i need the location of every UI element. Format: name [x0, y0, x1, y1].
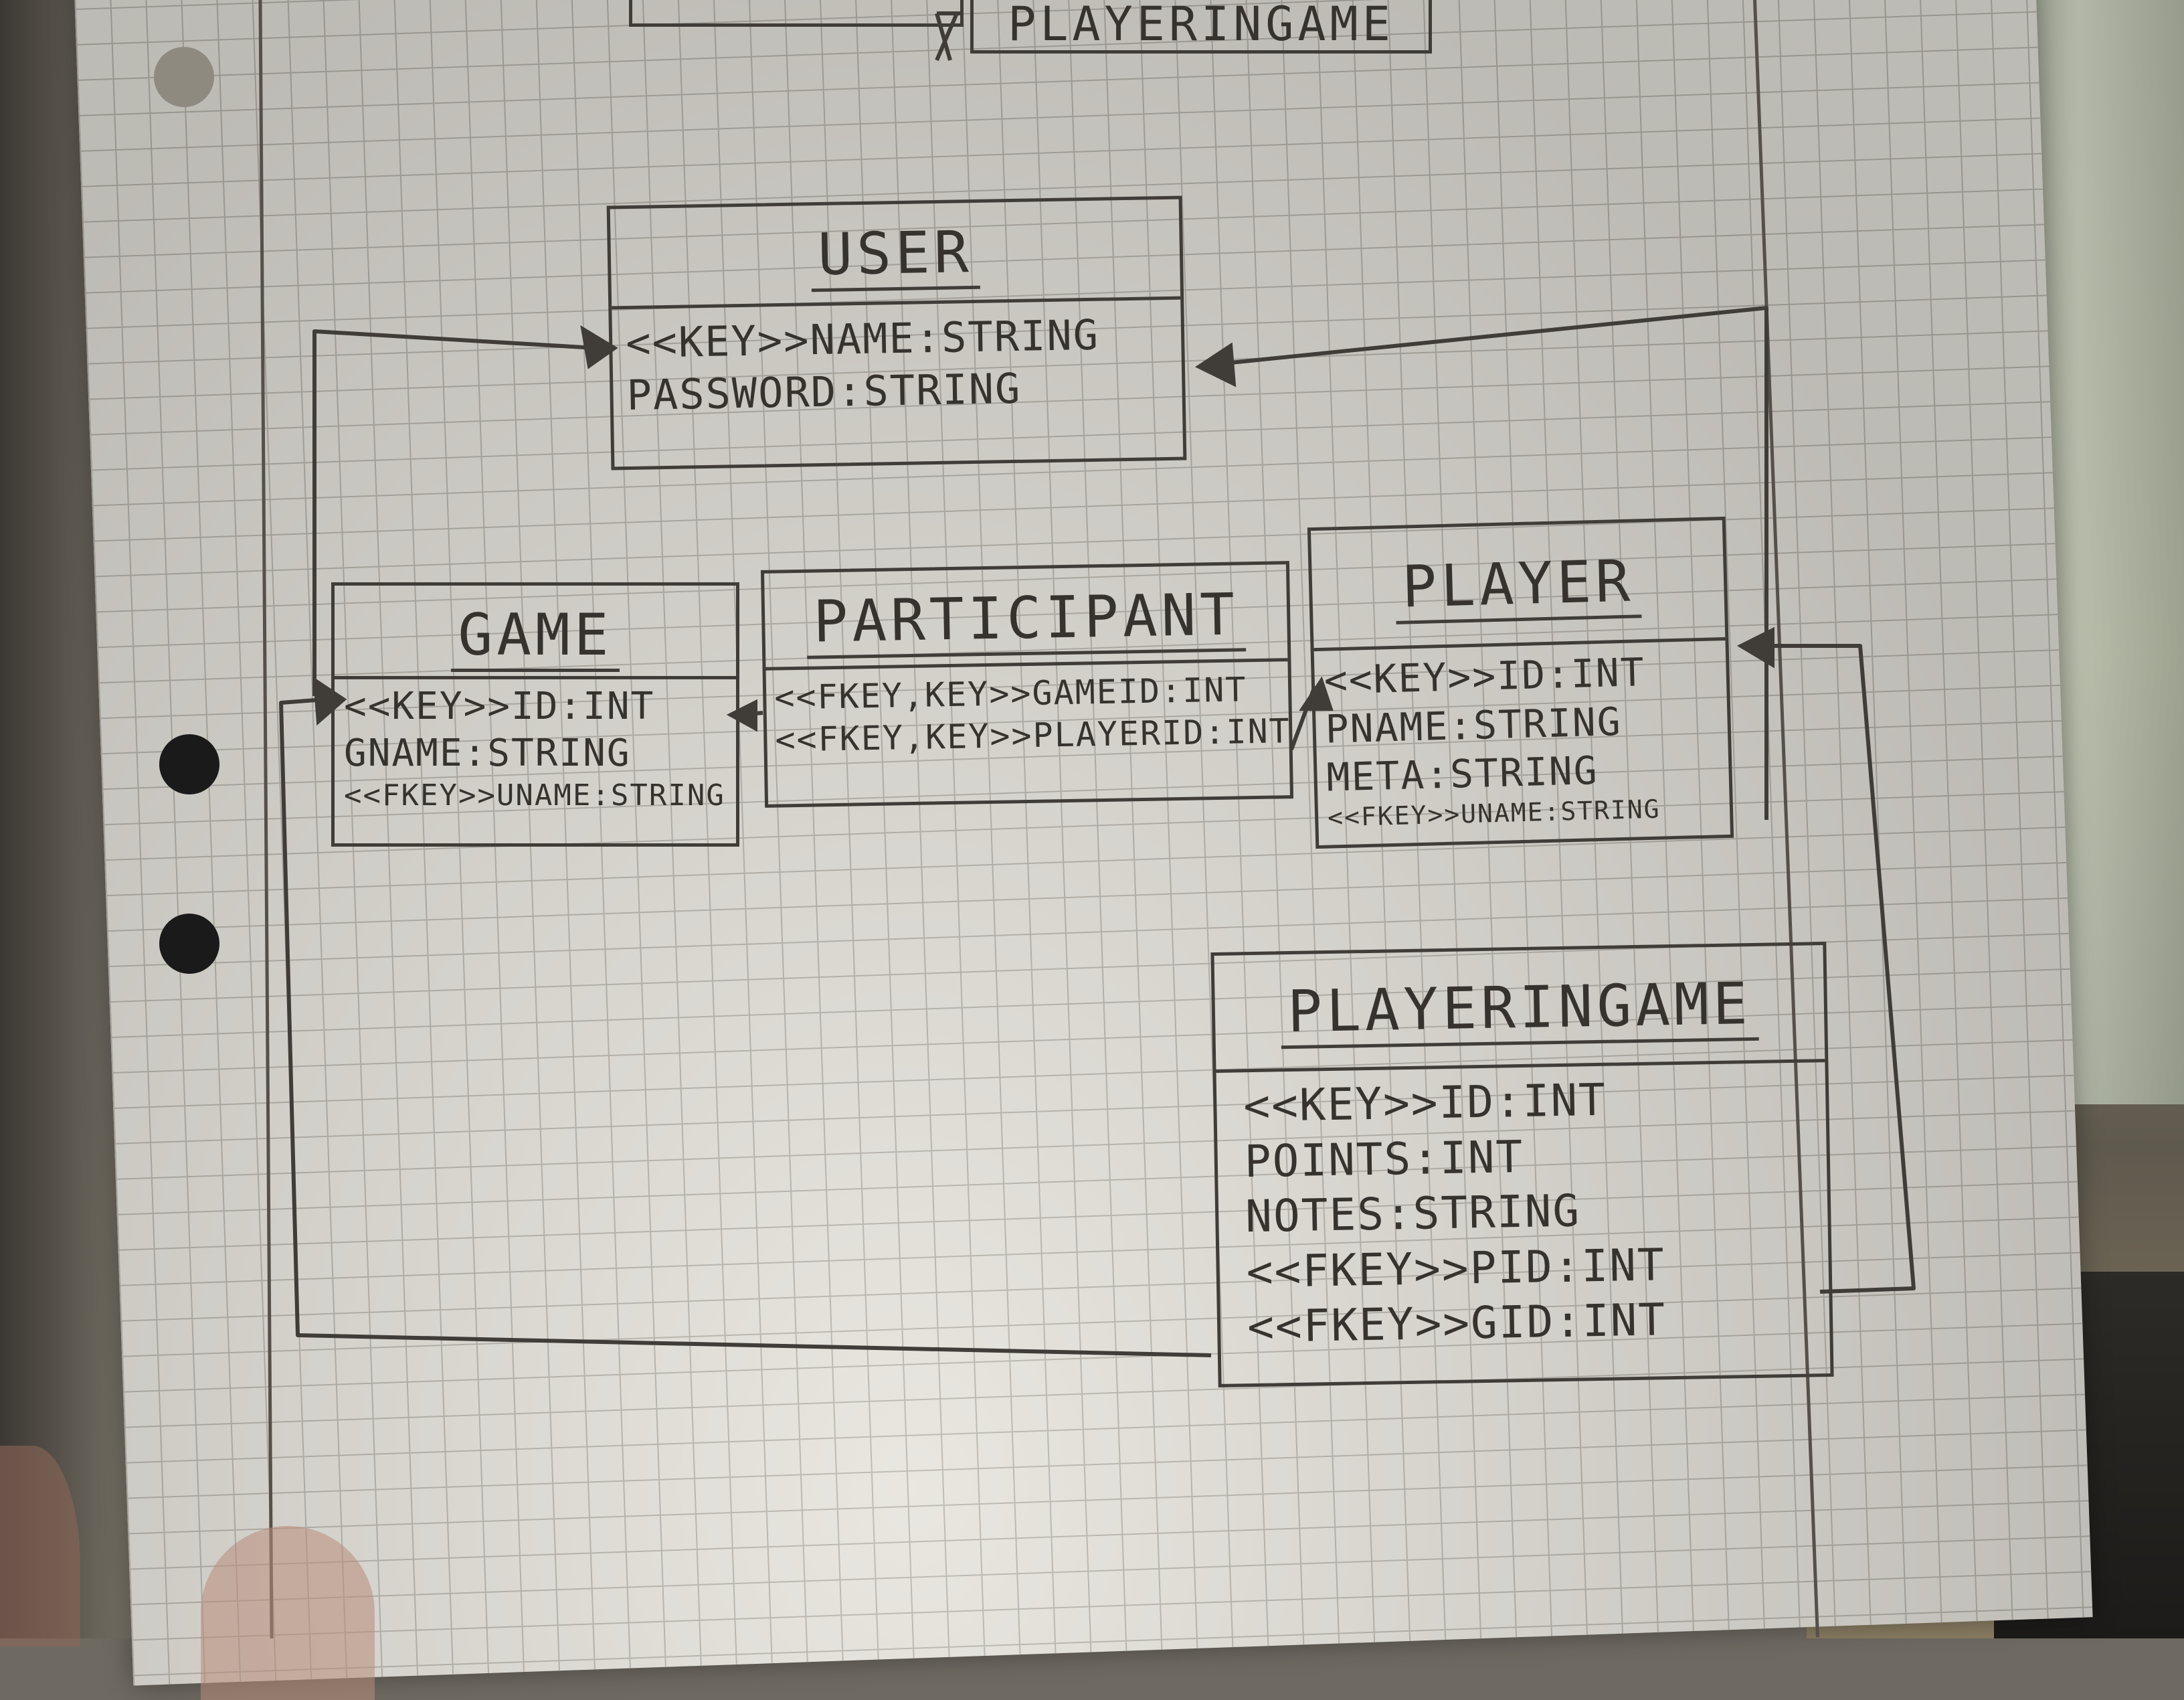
entity-title: GAME — [335, 586, 736, 679]
punch-hole-lower — [159, 914, 219, 974]
entity-attributes: <<KEY>>ID:INT GNAME:STRING <<FKEY>>UNAME… — [335, 679, 736, 818]
arrowhead-user-right — [1194, 342, 1237, 388]
punch-hole-middle — [159, 734, 219, 794]
crowfoot-top — [935, 12, 959, 62]
attribute-row: <<KEY>>ID:INT — [344, 685, 655, 728]
entity-title-text: GAME — [451, 602, 620, 672]
finger-bottom — [201, 1526, 375, 1700]
arrowhead-game-participant — [726, 699, 757, 732]
attribute-row: <<FKEY>>UNAME:STRING — [344, 778, 725, 813]
arrowhead-player-participant — [1299, 676, 1334, 711]
arrowhead-game — [312, 677, 347, 726]
arrowhead-user-left — [580, 325, 618, 369]
arrowhead-player-right — [1736, 626, 1774, 669]
entity-title: PLAYERINGAME — [1008, 0, 1394, 52]
punch-hole-top — [154, 47, 214, 107]
attribute-row: GNAME:STRING — [344, 732, 631, 775]
connector-playeringame-to-game — [279, 697, 1212, 1357]
connector-layer — [279, 11, 1916, 1357]
entity-playeringame-partial: PLAYERINGAME — [970, 0, 1432, 54]
crowfoot-top — [935, 13, 952, 61]
connector-game-to-user — [312, 329, 596, 696]
connector-playeringame-to-player — [1756, 644, 1916, 1294]
entity-game: GAME <<KEY>>ID:INT GNAME:STRING <<FKEY>>… — [331, 582, 739, 847]
